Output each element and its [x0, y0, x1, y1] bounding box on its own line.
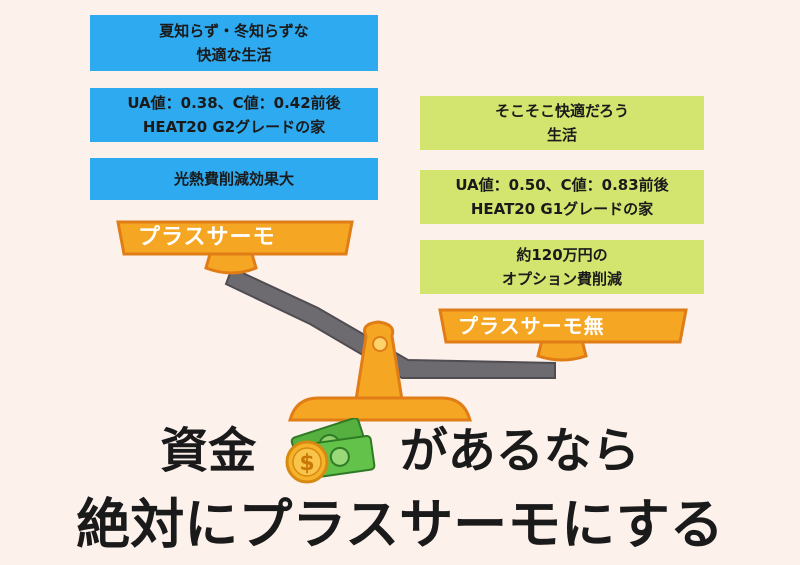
- headline-part1: 資金: [160, 423, 257, 479]
- left-tray-label: プラスサーモ: [138, 225, 276, 250]
- right-benefit-cost-line1: 約120万円の: [516, 246, 608, 264]
- left-benefit-energy-line1: 光熱費削減効果大: [173, 170, 294, 188]
- right-tray-label: プラスサーモ無: [458, 314, 605, 338]
- right-tray: [438, 308, 688, 344]
- left-benefit-comfort: 夏知らず・冬知らずな 快適な生活: [90, 15, 378, 71]
- right-benefit-spec-line1: UA値：0.50、C値：0.83前後: [455, 176, 669, 194]
- right-benefit-spec: UA値：0.50、C値：0.83前後 HEAT20 G1グレードの家: [420, 170, 704, 224]
- right-benefit-cost-line2: オプション費削減: [501, 270, 622, 288]
- scale-pivot: [372, 336, 388, 352]
- scale-base: [288, 396, 472, 422]
- left-benefit-spec: UA値：0.38、C値：0.42前後 HEAT20 G2グレードの家: [90, 88, 378, 142]
- left-benefit-comfort-line1: 夏知らず・冬知らずな: [159, 22, 309, 40]
- money-coin-icon: $: [273, 418, 383, 484]
- headline-line1: 資金 $ があるなら: [0, 415, 800, 484]
- headline-line2: 絶対にプラスサーモにする: [76, 493, 724, 556]
- left-benefit-spec-line2: HEAT20 G2グレードの家: [142, 118, 326, 136]
- left-benefit-comfort-line2: 快適な生活: [196, 46, 272, 64]
- coin-dollar-symbol: $: [299, 451, 314, 476]
- right-benefit-cost: 約120万円の オプション費削減: [420, 240, 704, 294]
- left-tray: [116, 220, 354, 256]
- money-coin-graphic: $: [285, 418, 376, 484]
- left-benefit-spec-line1: UA値：0.38、C値：0.42前後: [127, 94, 341, 112]
- right-benefit-comfort-line2: 生活: [546, 126, 577, 144]
- left-benefit-energy: 光熱費削減効果大: [90, 158, 378, 200]
- right-benefit-spec-line2: HEAT20 G1グレードの家: [470, 200, 654, 218]
- right-pan-holder: [536, 338, 588, 362]
- right-benefit-comfort-line1: そこそこ快適だろう: [494, 102, 630, 120]
- left-pan-holder: [204, 252, 258, 275]
- right-benefit-comfort: そこそこ快適だろう 生活: [420, 96, 704, 150]
- headline-part2: があるなら: [399, 423, 640, 479]
